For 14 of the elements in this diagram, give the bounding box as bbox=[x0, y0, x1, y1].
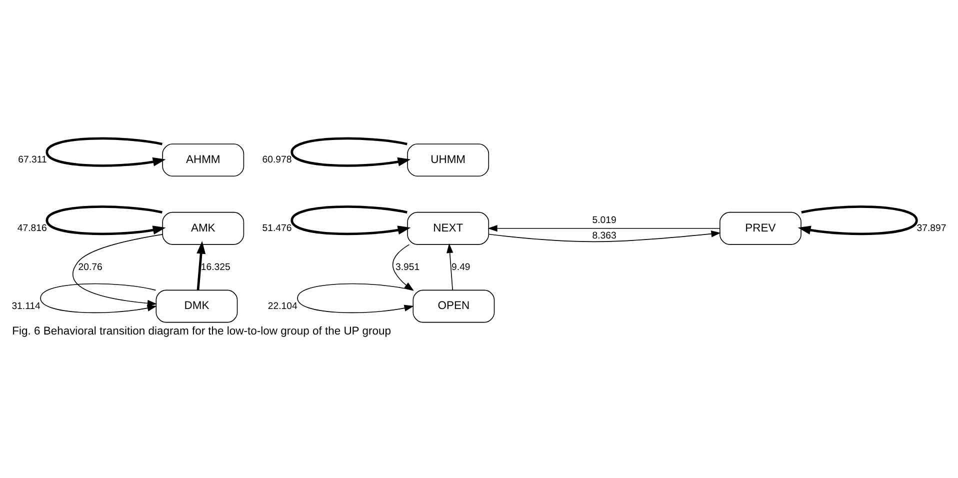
edge-label: 8.363 bbox=[592, 230, 616, 241]
edge-label: 22.104 bbox=[268, 300, 298, 312]
edge-label: 37.897 bbox=[916, 222, 946, 234]
edge-label: 3.951 bbox=[395, 261, 420, 272]
edge-label: 67.311 bbox=[18, 154, 47, 166]
edge-label: 51.476 bbox=[262, 222, 292, 234]
caption: Fig. 6 Behavioral transition diagram for the low-to-low group of the UP group bbox=[12, 325, 391, 338]
edge-label: 9.49 bbox=[452, 261, 470, 272]
edge-label: 16.325 bbox=[200, 261, 230, 272]
edge-label: 5.019 bbox=[592, 214, 616, 226]
edge-label: 31.114 bbox=[12, 300, 40, 312]
edge-label: 20.76 bbox=[78, 261, 102, 272]
edge-label: 47.816 bbox=[17, 222, 47, 234]
edge-label: 60.978 bbox=[262, 154, 292, 166]
